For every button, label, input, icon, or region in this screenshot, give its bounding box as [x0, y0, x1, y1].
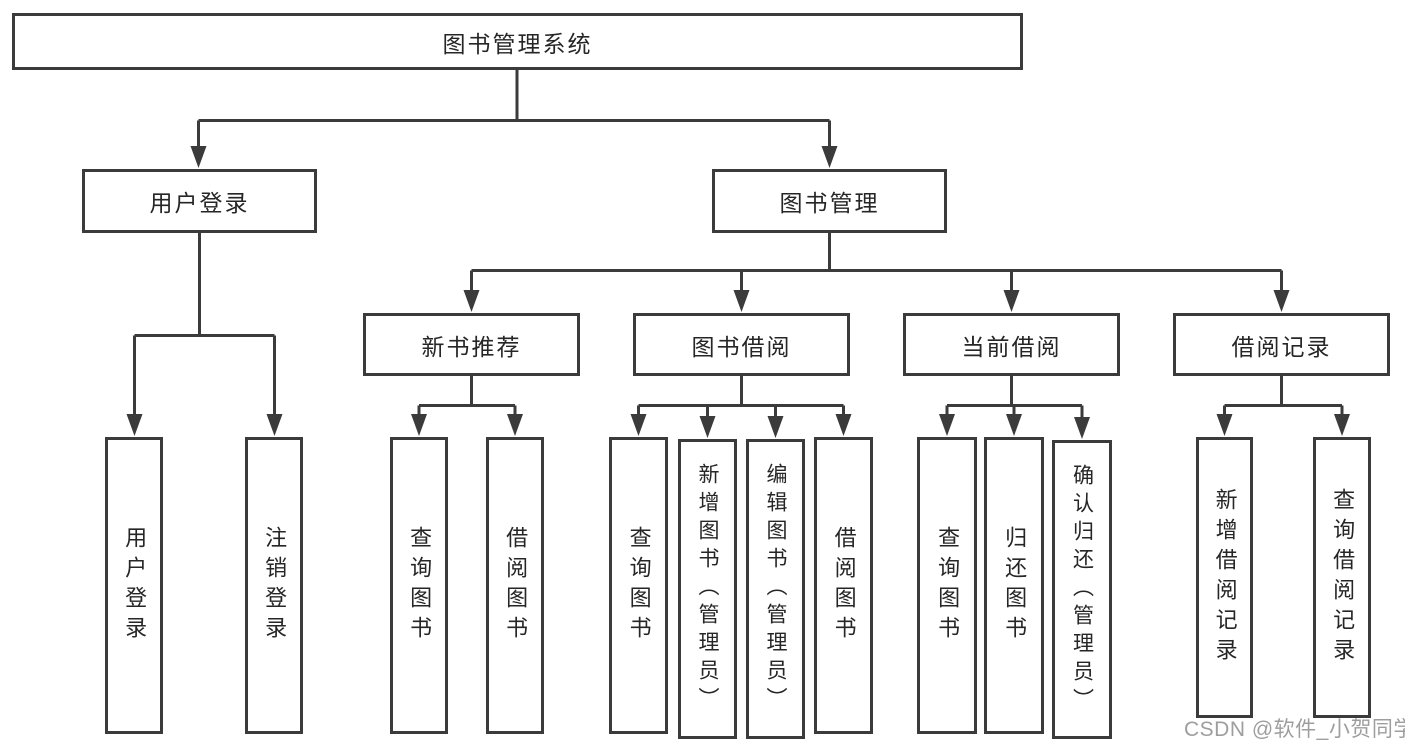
- node-label: 注销登录: [262, 525, 288, 646]
- node-label: 查询借阅记录: [1330, 487, 1356, 668]
- leaf-return-book: 归还图书: [984, 437, 1044, 734]
- node-label: 用户登录: [149, 190, 250, 216]
- leaf-confirm-return-admin: 确认归还（管理员）: [1052, 440, 1112, 739]
- node-label: 查询图书: [935, 525, 961, 646]
- leaf-add-book-admin: 新增图书（管理员）: [678, 439, 737, 739]
- node-label: 借阅图书: [831, 525, 857, 646]
- node-label: 编辑图书（管理员）: [764, 463, 788, 715]
- node-book-management: 图书管理: [712, 169, 947, 233]
- node-user-login: 用户登录: [82, 169, 317, 233]
- leaf-query-books-recommend: 查询图书: [390, 437, 448, 734]
- leaf-edit-book-admin: 编辑图书（管理员）: [746, 439, 805, 739]
- node-label: 用户登录: [122, 525, 148, 646]
- watermark: CSDN @软件_小贺同学: [1184, 718, 1405, 741]
- node-label: 查询图书: [626, 525, 652, 646]
- leaf-add-borrow-record: 新增借阅记录: [1196, 437, 1253, 718]
- node-current-borrowing: 当前借阅: [903, 313, 1120, 376]
- node-label: 图书借阅: [691, 333, 792, 360]
- leaf-borrow-books-borrowing: 借阅图书: [814, 437, 873, 734]
- node-label: 当前借阅: [961, 333, 1062, 360]
- node-label: 借阅图书: [503, 525, 529, 646]
- node-label: 借阅记录: [1231, 333, 1332, 360]
- leaf-user-login: 用户登录: [105, 437, 163, 734]
- node-book-borrowing: 图书借阅: [633, 313, 850, 376]
- node-label: 新书推荐: [421, 333, 522, 360]
- leaf-query-books-borrowing: 查询图书: [609, 437, 668, 734]
- node-new-book-recommendation: 新书推荐: [363, 313, 580, 376]
- node-library-management-system: 图书管理系统: [12, 13, 1023, 70]
- leaf-logout: 注销登录: [245, 437, 303, 734]
- leaf-query-books-current: 查询图书: [917, 437, 977, 734]
- node-label: 查询图书: [407, 525, 433, 646]
- node-borrowing-records: 借阅记录: [1173, 313, 1390, 376]
- leaf-query-borrow-record: 查询借阅记录: [1313, 437, 1371, 718]
- node-label: 图书管理: [779, 190, 880, 216]
- node-label: 归还图书: [1002, 525, 1028, 646]
- node-label: 新增借阅记录: [1212, 487, 1238, 668]
- node-label: 新增图书（管理员）: [696, 463, 720, 715]
- leaf-borrow-books-recommend: 借阅图书: [486, 437, 544, 734]
- node-label: 确认归还（管理员）: [1070, 463, 1094, 716]
- node-label: 图书管理系统: [442, 30, 593, 57]
